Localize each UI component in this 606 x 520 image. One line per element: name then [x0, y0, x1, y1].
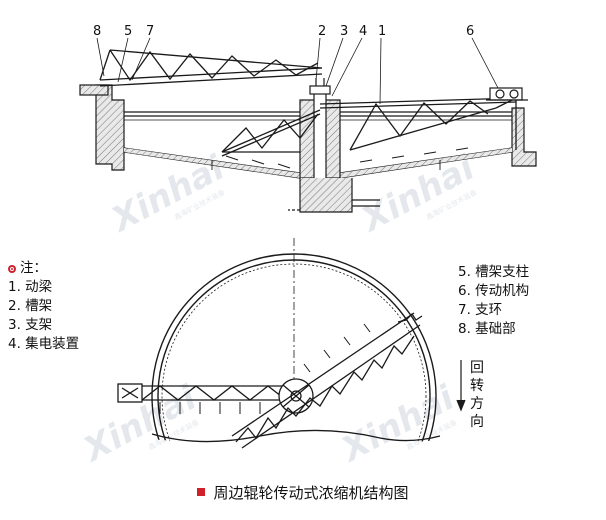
collector-device: [309, 85, 331, 95]
elevation-view: [79, 37, 537, 213]
rotation-char-2: 转: [470, 378, 484, 394]
center-shaft: [313, 91, 327, 191]
legend-item: 2. 槽架: [8, 298, 53, 314]
callout-3: 3: [340, 24, 348, 39]
rotation-label: 回 转 方 向: [470, 360, 484, 430]
callout-labels: 8 5 7 2 3 4 1 6: [93, 24, 474, 39]
legend-item: 4. 集电装置: [8, 336, 80, 352]
callout-4: 4: [359, 24, 367, 39]
legend-item: 3. 支架: [8, 317, 53, 333]
rotation-char-1: 回: [470, 360, 484, 376]
caption-bullet-icon: [197, 488, 206, 496]
drive-mechanism: [486, 87, 528, 101]
callout-2: 2: [318, 24, 326, 39]
note-bullet-icon: [8, 264, 16, 273]
callout-7: 7: [146, 24, 154, 39]
rake-blades: [225, 147, 469, 169]
callout-leaders: [96, 37, 499, 105]
legend-heading-row: 注：: [8, 259, 79, 278]
foundation-left-cap: [79, 84, 109, 96]
rotation-char-3: 方: [470, 396, 484, 412]
legend-item: 5. 槽架支柱: [458, 264, 530, 280]
callout-8: 8: [93, 24, 101, 39]
legend-left: 注： 1. 动梁 2. 槽架 3. 支架 4. 集电装置: [8, 259, 79, 354]
center-sump: [299, 178, 353, 213]
figure-caption: 周边辊轮传动式浓缩机结构图: [0, 482, 606, 503]
foundation-left: [95, 84, 125, 171]
legend-item: 8. 基础部: [458, 321, 516, 337]
foundation-right: [511, 107, 537, 167]
rotation-arrow: [456, 360, 466, 412]
rake-arm-truss: [319, 97, 517, 151]
plan-view: [117, 238, 466, 449]
callout-1: 1: [378, 24, 386, 39]
plan-truss-left: [117, 383, 292, 403]
break-line: [151, 429, 441, 443]
legend-item: 6. 传动机构: [458, 283, 530, 299]
legend-item: 7. 支环: [458, 302, 503, 318]
legend-heading: 注：: [20, 260, 47, 276]
plan-truss-diagonal: [231, 312, 423, 449]
plan-rake-blades: [159, 323, 371, 414]
caption-text: 周边辊轮传动式浓缩机结构图: [213, 484, 409, 502]
rotation-char-4: 向: [470, 414, 484, 430]
legend-right: 5. 槽架支柱 6. 传动机构 7. 支环 8. 基础部: [458, 263, 529, 339]
callout-6: 6: [466, 24, 474, 39]
rake-arm-left: [221, 109, 321, 157]
callout-5: 5: [124, 24, 132, 39]
legend-item: 1. 动梁: [8, 279, 53, 295]
trough-truss-upper: [99, 49, 323, 87]
